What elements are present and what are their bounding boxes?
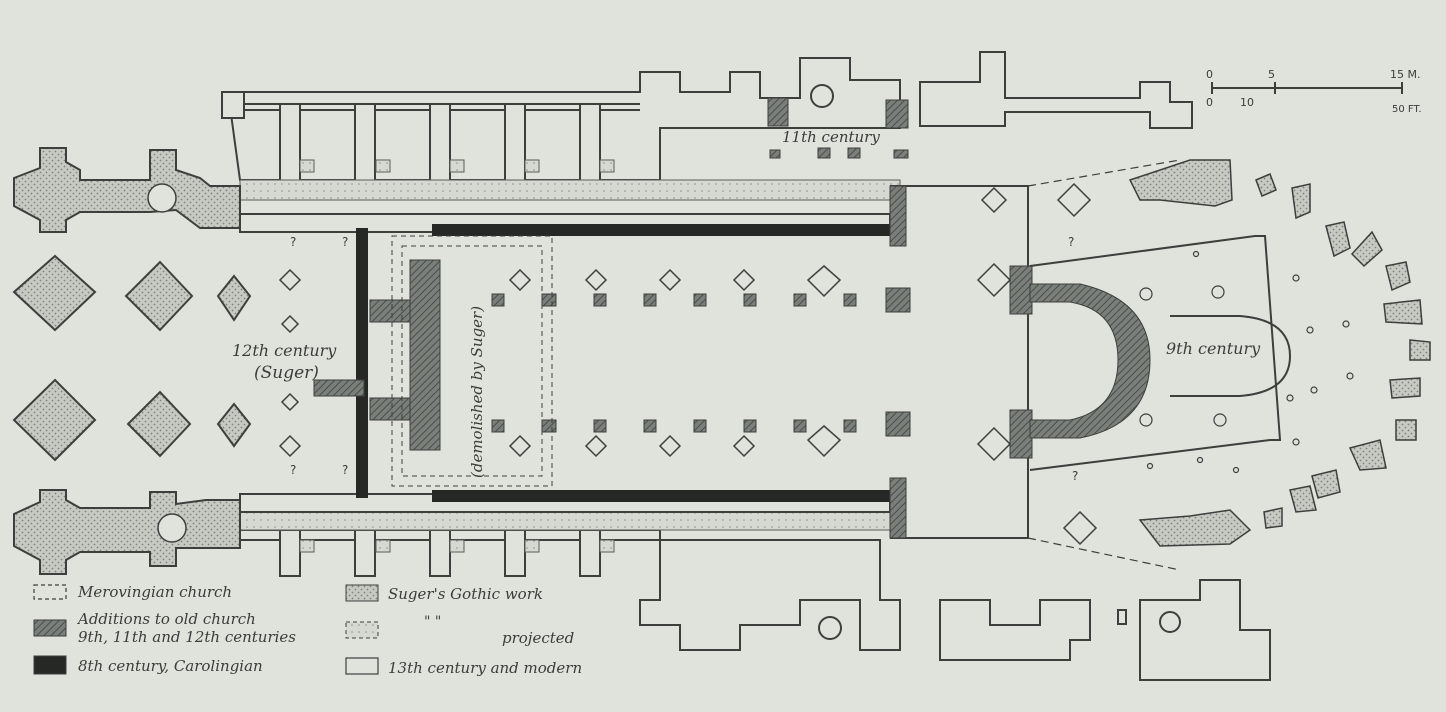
question-mark-6: ? bbox=[1072, 469, 1078, 483]
nave-piers bbox=[491, 287, 911, 437]
gothic-piers bbox=[278, 182, 1098, 546]
scale-ft-50: 50 FT. bbox=[1392, 104, 1422, 115]
chevet bbox=[1128, 159, 1431, 547]
legend-swatch-projected bbox=[345, 621, 379, 639]
label-11th-century: 11th century bbox=[782, 128, 880, 146]
north-aisle-additions bbox=[767, 84, 909, 159]
question-mark-4: ? bbox=[342, 463, 348, 477]
question-mark-2: ? bbox=[342, 235, 348, 249]
label-12th-century: 12th century bbox=[232, 341, 337, 360]
scale-m-5: 5 bbox=[1268, 68, 1275, 81]
legend-text-additions-2: 9th, 11th and 12th centuries bbox=[78, 628, 296, 646]
label-suger: (Suger) bbox=[254, 363, 319, 383]
north-piers bbox=[221, 91, 601, 185]
scale-m-0: 0 bbox=[1206, 68, 1213, 81]
south-chapels bbox=[239, 529, 1271, 681]
crypt-9th-century bbox=[1029, 235, 1292, 471]
additions-walls bbox=[313, 185, 1151, 539]
carolingian-walls bbox=[356, 224, 890, 502]
legend-text-projected-ditto: " " bbox=[424, 614, 441, 630]
legend-text-suger: Suger's Gothic work bbox=[388, 585, 543, 603]
legend-text-merovingian: Merovingian church bbox=[77, 583, 232, 601]
label-9th-century: 9th century bbox=[1166, 339, 1261, 358]
scale-m-15: 15 M. bbox=[1390, 68, 1420, 81]
legend-text-additions-1: Additions to old church bbox=[76, 610, 256, 628]
legend-swatch-13th-century bbox=[345, 657, 379, 675]
legend-text-13th-century: 13th century and modern bbox=[388, 659, 582, 677]
question-mark-5: ? bbox=[1068, 235, 1074, 249]
west-facade bbox=[12, 147, 252, 575]
merovingian-traces bbox=[391, 235, 553, 487]
legend-text-projected: projected bbox=[502, 629, 574, 647]
ambulatory-columns bbox=[1139, 250, 1354, 474]
legend-swatch-carolingian bbox=[33, 655, 67, 675]
scale-bar bbox=[1211, 82, 1403, 94]
legend-swatch-suger bbox=[345, 584, 379, 602]
legend-swatch-additions bbox=[33, 619, 67, 637]
question-mark-3: ? bbox=[290, 463, 296, 477]
scale-ft-0: 0 bbox=[1206, 96, 1213, 109]
west-stairs bbox=[147, 183, 187, 543]
question-mark-1: ? bbox=[290, 235, 296, 249]
legend-swatch-merovingian bbox=[33, 584, 67, 600]
legend: Merovingian church Additions to old chur… bbox=[33, 583, 582, 677]
label-demolished-by-suger: (demolished by Suger) bbox=[468, 306, 486, 478]
scale-ft-10: 10 bbox=[1240, 96, 1254, 109]
legend-text-carolingian: 8th century, Carolingian bbox=[78, 657, 263, 675]
